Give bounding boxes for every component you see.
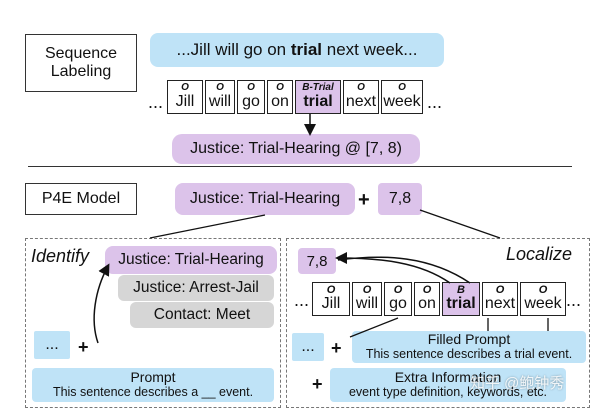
localize-tokens-ellipsis-right: ... <box>566 290 582 310</box>
p4e-title: P4E Model <box>41 190 121 207</box>
line-span-to-localize <box>419 209 501 239</box>
p4e-model-box: P4E Model <box>25 183 137 215</box>
loc-token-label: B <box>457 284 465 296</box>
top-token-label: O <box>276 82 284 93</box>
filled-prompt: Filled Prompt This sentence describes a … <box>352 331 586 363</box>
top-token-label: O <box>181 82 189 93</box>
loc-token-label: O <box>362 284 372 296</box>
filled-prompt-text: This sentence describes a trial event. <box>365 346 573 361</box>
loc-token-label: O <box>495 284 505 296</box>
top-token-word: Jill <box>175 93 195 110</box>
arrow-trial-to-span <box>335 252 451 284</box>
top-token-word: week <box>383 93 421 110</box>
top-token-label: O <box>247 82 255 93</box>
extra-information-text: event type definition, keywords, etc. <box>348 384 548 399</box>
identify-candidate-2-text: Contact: Meet <box>153 306 251 323</box>
top-token-word: will <box>208 93 232 110</box>
sentence-post: next week... <box>322 40 418 59</box>
top-token-word: go <box>242 93 260 110</box>
localize-span-text: 7,8 <box>306 252 328 270</box>
identify-ellipsis-box: ... <box>34 331 70 359</box>
identify-ellipsis: ... <box>45 336 59 353</box>
top-divider <box>28 166 572 167</box>
identify-panel <box>25 238 281 408</box>
identify-candidate-0: Justice: Trial-Hearing <box>105 246 277 274</box>
localize-ellipsis-box: ... <box>292 333 324 361</box>
top-token-word: next <box>345 93 377 110</box>
localize-plus-2: + <box>312 374 323 394</box>
filled-prompt-title: Filled Prompt <box>427 331 511 348</box>
loc-token-word: week <box>524 295 562 312</box>
localize-ellipsis: ... <box>301 338 315 355</box>
arrow-next-to-span <box>337 256 471 284</box>
loc-token-label: O <box>393 284 403 296</box>
line-event-to-identify <box>149 214 266 239</box>
loc-token-word: trial <box>446 295 476 312</box>
sequence-labeling-box: Sequence Labeling <box>25 34 137 92</box>
localize-panel <box>286 238 590 408</box>
identify-candidate-2: Contact: Meet <box>130 302 274 328</box>
sentence-bold: trial <box>290 40 323 59</box>
loc-token-word: on <box>418 295 436 312</box>
identify-candidate-1: Justice: Arrest-Jail <box>118 275 274 301</box>
identify-prompt-text: This sentence describes a __ event. <box>52 384 254 399</box>
p4e-event-type-text: Justice: Trial-Hearing <box>189 190 341 207</box>
identify-candidate-0-text: Justice: Trial-Hearing <box>118 251 264 268</box>
loc-token-word: Jill <box>321 295 341 312</box>
loc-token-word: next <box>484 295 516 312</box>
top-tokens-ellipsis-left: ... <box>148 92 164 112</box>
loc-token-label: O <box>538 284 548 296</box>
identify-title: Identify <box>31 246 90 266</box>
loc-token-label: O <box>422 284 432 296</box>
top-token-word: trial <box>303 93 333 110</box>
identify-prompt: Prompt This sentence describes a __ even… <box>32 368 274 402</box>
p4e-event-type: Justice: Trial-Hearing <box>175 183 355 215</box>
loc-token-word: go <box>389 295 407 312</box>
top-token-label: B-Trial <box>302 82 334 93</box>
identify-candidate-1-text: Justice: Arrest-Jail <box>133 279 259 296</box>
top-tokens-ellipsis-right: ... <box>427 92 443 112</box>
sentence-pre: ...Jill will go on <box>176 40 291 59</box>
top-token-label: O <box>357 82 365 93</box>
localize-plus-1: + <box>331 338 342 358</box>
line-filled-to-token-a <box>349 317 399 338</box>
localize-span: 7,8 <box>298 248 336 274</box>
extra-information-title: Extra Information <box>394 369 502 386</box>
p4e-span: 7,8 <box>378 183 422 215</box>
top-token-label: O <box>398 82 406 93</box>
loc-token-label: O <box>326 284 336 296</box>
sequence-labeling-result: Justice: Trial-Hearing @ [7, 8) <box>172 134 420 164</box>
p4e-span-text: 7,8 <box>388 190 412 207</box>
p4e-plus: + <box>358 189 370 211</box>
arrow-identify-curve <box>93 263 110 344</box>
identify-plus: + <box>78 337 89 357</box>
input-sentence: ...Jill will go on trial next week... <box>150 33 444 67</box>
watermark: 知乎 @鲍钟秀 <box>470 375 565 392</box>
top-token-word: on <box>271 93 289 110</box>
result-text: Justice: Trial-Hearing @ [7, 8) <box>190 140 402 157</box>
top-token-label: O <box>216 82 224 93</box>
sequence-labeling-title: Sequence Labeling <box>44 45 118 80</box>
localize-title: Localize <box>506 244 573 264</box>
loc-token-word: will <box>355 295 379 312</box>
identify-prompt-title: Prompt <box>130 369 176 386</box>
localize-tokens-ellipsis-left: ... <box>294 290 310 310</box>
extra-information: Extra Information event type definition,… <box>330 368 566 402</box>
